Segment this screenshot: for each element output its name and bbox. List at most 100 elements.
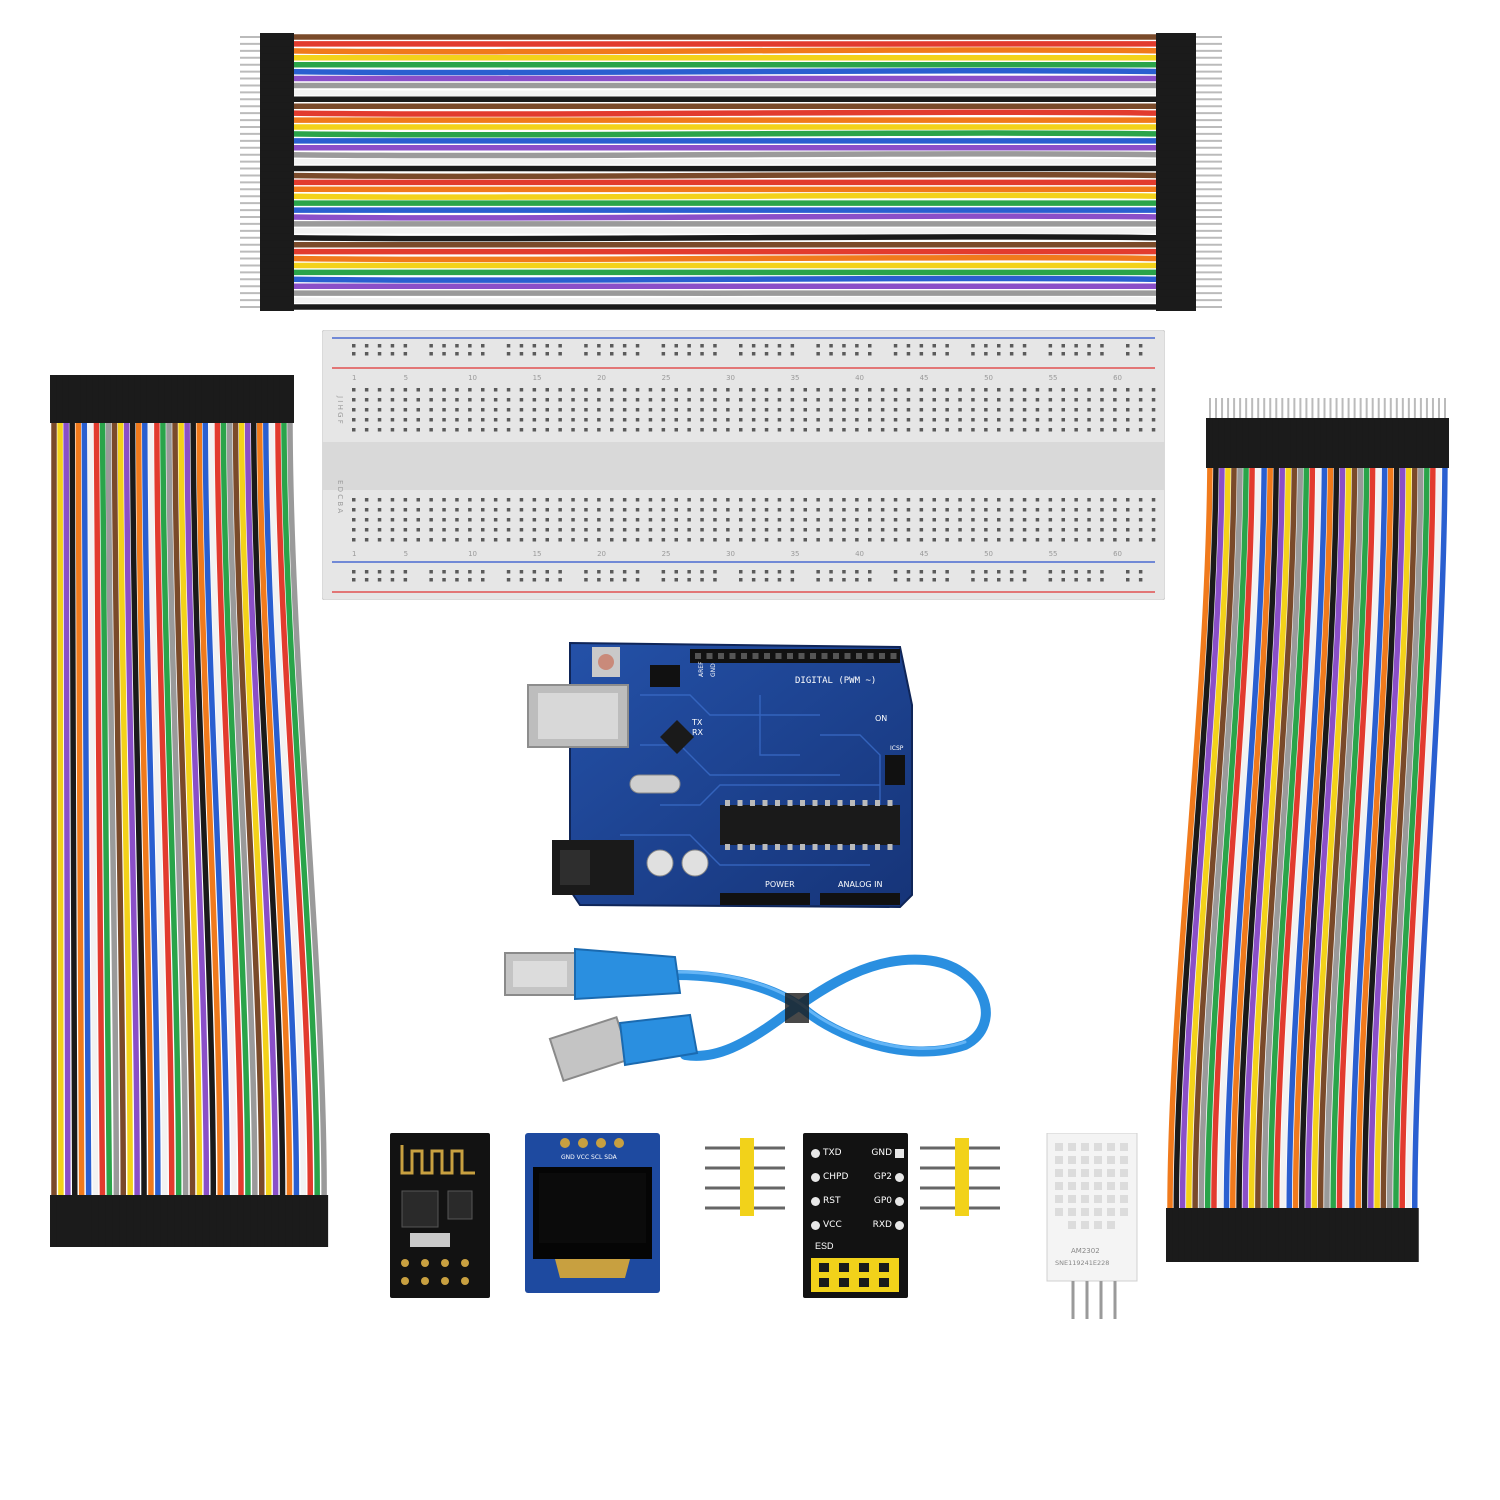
female-connector: [122, 375, 131, 423]
breadboard-graphic: 1155101015152020252530303535404045455050…: [322, 330, 1165, 600]
female-connector: [306, 1195, 315, 1247]
column-number-top: 45: [920, 374, 929, 382]
dupont-connector: [260, 303, 294, 311]
female-connector: [202, 1195, 211, 1247]
female-connector: [1285, 1208, 1294, 1262]
dupont-connector: [260, 88, 294, 97]
wire: [105, 414, 120, 1196]
wire: [269, 414, 307, 1196]
female-connector: [1316, 1208, 1325, 1262]
wire: [1230, 449, 1274, 1211]
wire: [1186, 449, 1231, 1211]
female-connector: [1291, 1208, 1300, 1262]
wire: [202, 414, 230, 1196]
esp8266-wifi-module: [390, 1133, 490, 1298]
jumper-wires-female-female-bundle: [40, 365, 360, 1265]
female-connector: [1184, 1208, 1193, 1262]
dupont-connector: [1428, 418, 1437, 468]
dupont-connector: [1156, 303, 1196, 311]
dupont-connector: [1332, 418, 1341, 468]
power-label: POWER: [765, 880, 795, 889]
female-connector: [213, 375, 222, 423]
dupont-connector: [1284, 418, 1293, 468]
female-connector: [1241, 1208, 1250, 1262]
dupont-connector: [1344, 418, 1353, 468]
dupont-connector: [1156, 95, 1196, 104]
left-wire-bundle-graphic: [50, 375, 329, 1247]
dupont-connector: [1398, 418, 1407, 468]
female-connector: [279, 375, 288, 423]
dupont-connector: [260, 282, 294, 291]
female-connector: [62, 375, 71, 423]
wire: [1261, 449, 1304, 1211]
female-connector: [249, 375, 258, 423]
wire: [1273, 449, 1316, 1211]
column-number-bottom: 60: [1113, 550, 1122, 558]
wire: [129, 414, 147, 1196]
icsp-label: ICSP: [890, 745, 904, 752]
pin-label: GND: [871, 1148, 892, 1158]
wire: [184, 414, 210, 1196]
female-connector: [158, 375, 167, 423]
female-connector: [1354, 1208, 1363, 1262]
wire: [142, 414, 161, 1196]
female-connector: [267, 375, 276, 423]
dupont-connector: [1236, 418, 1245, 468]
female-connector: [216, 1195, 225, 1247]
female-connector: [1335, 1208, 1344, 1262]
tx-label: TX: [691, 718, 703, 727]
wire: [287, 414, 327, 1196]
female-connector: [219, 375, 228, 423]
dupont-connector: [1156, 171, 1196, 180]
dupont-connector: [1434, 418, 1443, 468]
wire: [1292, 449, 1334, 1211]
wire: [1342, 449, 1382, 1211]
female-connector: [1329, 1208, 1338, 1262]
wire: [99, 414, 113, 1196]
female-connector: [134, 375, 143, 423]
female-connector: [56, 1195, 65, 1247]
wire: [1330, 449, 1370, 1211]
wire: [123, 414, 140, 1196]
female-connector: [320, 1195, 329, 1247]
pin-label: RXD: [872, 1220, 892, 1230]
wire: [1368, 449, 1406, 1211]
wire: [1311, 449, 1352, 1211]
dupont-connector: [260, 53, 294, 62]
wire: [289, 296, 1161, 304]
dupont-connector: [1156, 109, 1196, 118]
column-number-top: 10: [468, 374, 477, 382]
dupont-connector: [1156, 213, 1196, 221]
dupont-connector: [1156, 296, 1196, 305]
adapter-pin-right: GP2: [858, 1165, 904, 1189]
column-number-bottom: 15: [533, 550, 542, 558]
arduino-board-graphic: DIGITAL (PWM ~) POWER ANALOG IN ON TX RX…: [527, 641, 913, 909]
pin-label: GP2: [873, 1172, 892, 1182]
dupont-connector: [1156, 39, 1196, 48]
female-connector: [273, 375, 282, 423]
wire: [281, 414, 320, 1196]
wire: [1255, 449, 1298, 1211]
dupont-connector: [260, 60, 294, 69]
female-connector: [77, 1195, 86, 1247]
dupont-connector: [1156, 157, 1196, 166]
usb-cable-graphic: [504, 947, 991, 1082]
female-connector: [207, 375, 216, 423]
female-connector: [1172, 1208, 1181, 1262]
column-number-bottom: 35: [791, 550, 800, 558]
dupont-connector: [260, 116, 294, 125]
wire: [1204, 449, 1249, 1211]
dupont-connector: [1156, 282, 1196, 291]
wire: [154, 414, 175, 1196]
dupont-connector: [260, 136, 294, 145]
female-connector: [50, 375, 58, 423]
oled-pin-labels: GND VCC SCL SDA: [561, 1154, 618, 1161]
wire: [289, 254, 1161, 263]
adapter-pin-right: RXD: [858, 1213, 904, 1237]
column-number-top: 20: [597, 374, 606, 382]
female-connector: [56, 375, 65, 423]
atmega328-chip: [720, 805, 900, 845]
pin-label: RST: [823, 1196, 841, 1206]
dupont-connector: [1248, 418, 1257, 468]
